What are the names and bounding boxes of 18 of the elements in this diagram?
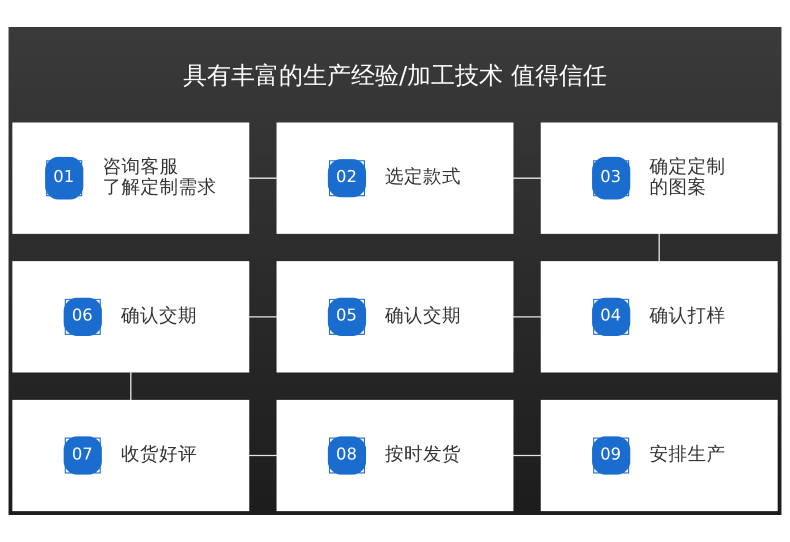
node-box: 05 确认交期	[276, 261, 514, 373]
node-box: 09 安排生产	[540, 400, 778, 512]
node-box: 01 咨询客服了解定制需求	[12, 122, 250, 234]
node-box: 08 按时发货	[276, 400, 514, 512]
connector	[512, 178, 542, 179]
node-box: 03 确定定制的图案	[540, 122, 778, 234]
node-box: 06 确认交期	[12, 261, 250, 373]
connector	[248, 316, 278, 318]
connector	[658, 234, 660, 262]
node-box: 07 收货好评	[12, 400, 250, 512]
node-box: 04 确认打样	[540, 261, 778, 373]
connector	[512, 316, 542, 318]
connector	[512, 454, 542, 456]
connector	[130, 372, 132, 400]
connector	[248, 454, 278, 456]
diagram-title: 具有丰富的生产经验/加工技术 值得信任	[183, 61, 607, 90]
connector	[248, 178, 278, 179]
node-box: 02 选定款式	[276, 122, 514, 234]
